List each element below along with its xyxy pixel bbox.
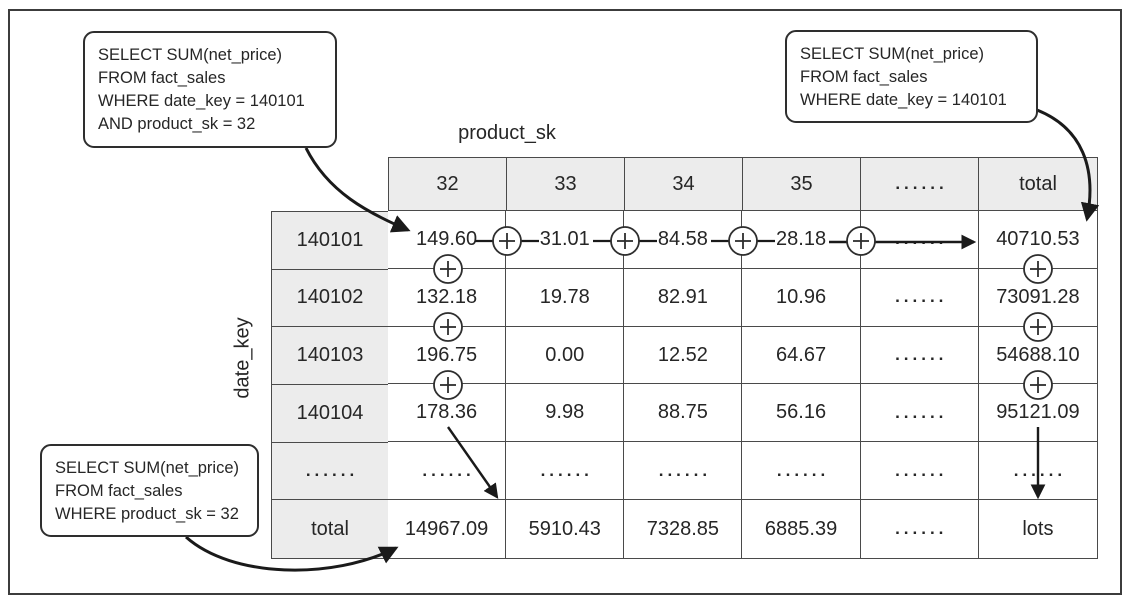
data-grid: 149.60 31.01 84.58 28.18 ...... 40710.53… [388, 211, 1098, 559]
column-dimension-label: product_sk [458, 122, 556, 144]
row-header-column: 140101 140102 140103 140104 ...... total [271, 211, 389, 559]
data-cell-ellipsis: ...... [388, 442, 507, 501]
data-cell: 196.75 [388, 326, 507, 385]
data-cell: 84.58 [624, 211, 743, 269]
data-cell-column-total: 5910.43 [506, 500, 625, 558]
sql-callout-cell-query: SELECT SUM(net_price) FROM fact_sales WH… [83, 31, 337, 148]
data-cell-ellipsis: ...... [624, 442, 743, 501]
data-cell: 82.91 [624, 268, 743, 327]
sql-line: FROM fact_sales [98, 69, 226, 87]
data-cell-grand-total: lots [978, 500, 1097, 558]
data-cell: 10.96 [742, 268, 861, 327]
data-cell: 9.98 [506, 384, 625, 443]
column-header-cell-total: total [979, 158, 1097, 210]
data-cell: 19.78 [506, 268, 625, 327]
sql-callout-row-total-query: SELECT SUM(net_price) FROM fact_sales WH… [785, 30, 1038, 123]
column-header-cell-ellipsis: ...... [861, 158, 979, 210]
row-header-cell: 140102 [272, 269, 388, 328]
data-cell: 132.18 [388, 268, 507, 327]
sql-line: SELECT SUM(net_price) [55, 459, 240, 477]
data-cell-ellipsis: ...... [860, 442, 979, 501]
sql-line: WHERE product_sk = 32 [55, 505, 239, 523]
row-header-cell-total: total [272, 500, 388, 558]
data-cell-row-total: 95121.09 [978, 384, 1097, 443]
column-header-cell: 34 [625, 158, 743, 210]
data-cell: 31.01 [506, 211, 625, 269]
data-cell-row-total: 73091.28 [978, 268, 1097, 327]
data-cell-ellipsis: ...... [742, 442, 861, 501]
data-cell-ellipsis: ...... [978, 442, 1097, 501]
data-cell-row-total: 40710.53 [978, 211, 1097, 269]
column-header-cell: 35 [743, 158, 861, 210]
sql-line: FROM fact_sales [800, 68, 928, 86]
sql-line: WHERE date_key = 140101 [800, 91, 1007, 109]
data-cell-ellipsis: ...... [860, 384, 979, 443]
sql-line: SELECT SUM(net_price) [98, 46, 283, 64]
data-cell: 56.16 [742, 384, 861, 443]
row-dimension-label: date_key [231, 317, 254, 399]
data-cell-row-total: 54688.10 [978, 326, 1097, 385]
data-cell-column-total: 6885.39 [742, 500, 861, 558]
column-header-cell: 32 [389, 158, 507, 210]
data-cell: 88.75 [624, 384, 743, 443]
data-cell: 149.60 [388, 211, 507, 269]
data-cell-ellipsis: ...... [506, 442, 625, 501]
sql-line: SELECT SUM(net_price) [800, 45, 985, 63]
sql-line: WHERE date_key = 140101 [98, 92, 305, 110]
row-header-cell: 140101 [272, 212, 388, 270]
data-cell: 64.67 [742, 326, 861, 385]
data-cell-column-total: 14967.09 [388, 500, 507, 558]
data-cell-ellipsis: ...... [860, 268, 979, 327]
data-cell-ellipsis: ...... [860, 326, 979, 385]
row-header-cell-ellipsis: ...... [272, 442, 388, 501]
data-cell-ellipsis: ...... [860, 500, 979, 558]
data-cell: 0.00 [506, 326, 625, 385]
sql-line: AND product_sk = 32 [98, 115, 256, 133]
data-cell-column-total: 7328.85 [624, 500, 743, 558]
sql-line: FROM fact_sales [55, 482, 183, 500]
column-header-row: 32 33 34 35 ...... total [388, 157, 1098, 211]
data-cell-ellipsis: ...... [860, 211, 979, 269]
column-header-cell: 33 [507, 158, 625, 210]
data-cell: 28.18 [742, 211, 861, 269]
sql-callout-column-total-query: SELECT SUM(net_price) FROM fact_sales WH… [40, 444, 259, 537]
row-header-cell: 140103 [272, 327, 388, 385]
data-cell: 178.36 [388, 384, 507, 443]
row-header-cell: 140104 [272, 385, 388, 443]
data-cell: 12.52 [624, 326, 743, 385]
